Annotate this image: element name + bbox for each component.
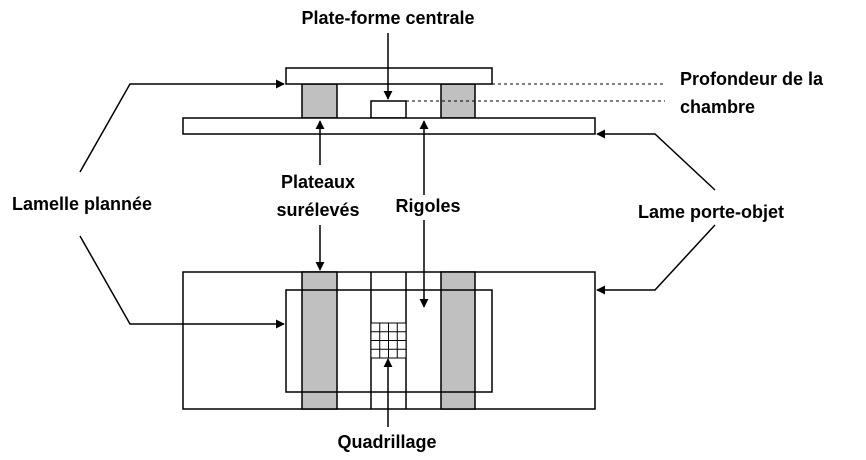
arrow-lame-side	[596, 129, 716, 191]
side-slide	[182, 117, 596, 135]
label-plateaux-line2: surélevés	[276, 200, 359, 220]
side-central-platform	[370, 100, 407, 119]
top-coverslip	[285, 289, 493, 393]
label-lame-porte-objet: Lame porte-objet	[638, 202, 784, 222]
label-quadrillage: Quadrillage	[337, 432, 436, 452]
counting-grid	[370, 322, 407, 359]
label-plate-forme-centrale: Plate-forme centrale	[301, 8, 474, 28]
top-plateau-right	[440, 271, 476, 410]
side-view	[182, 67, 665, 135]
label-profondeur-line2: chambre	[680, 97, 755, 117]
side-coverslip	[285, 67, 493, 85]
arrow-lamelle-side	[79, 79, 285, 173]
arrow-lamelle-top	[79, 235, 285, 329]
label-rigoles: Rigoles	[395, 196, 460, 216]
arrows	[79, 33, 716, 427]
top-view	[182, 271, 596, 410]
label-lamelle-plannee: Lamelle plannée	[12, 194, 152, 214]
side-plateau-right	[440, 83, 476, 119]
label-profondeur-line1: Profondeur de la	[680, 69, 824, 89]
side-plateau-left	[301, 83, 338, 119]
arrow-lame-top	[596, 224, 716, 295]
labels: Plate-forme centrale Profondeur de la ch…	[12, 8, 824, 452]
label-plateaux-line1: Plateaux	[281, 172, 355, 192]
top-plateau-left	[301, 271, 338, 410]
